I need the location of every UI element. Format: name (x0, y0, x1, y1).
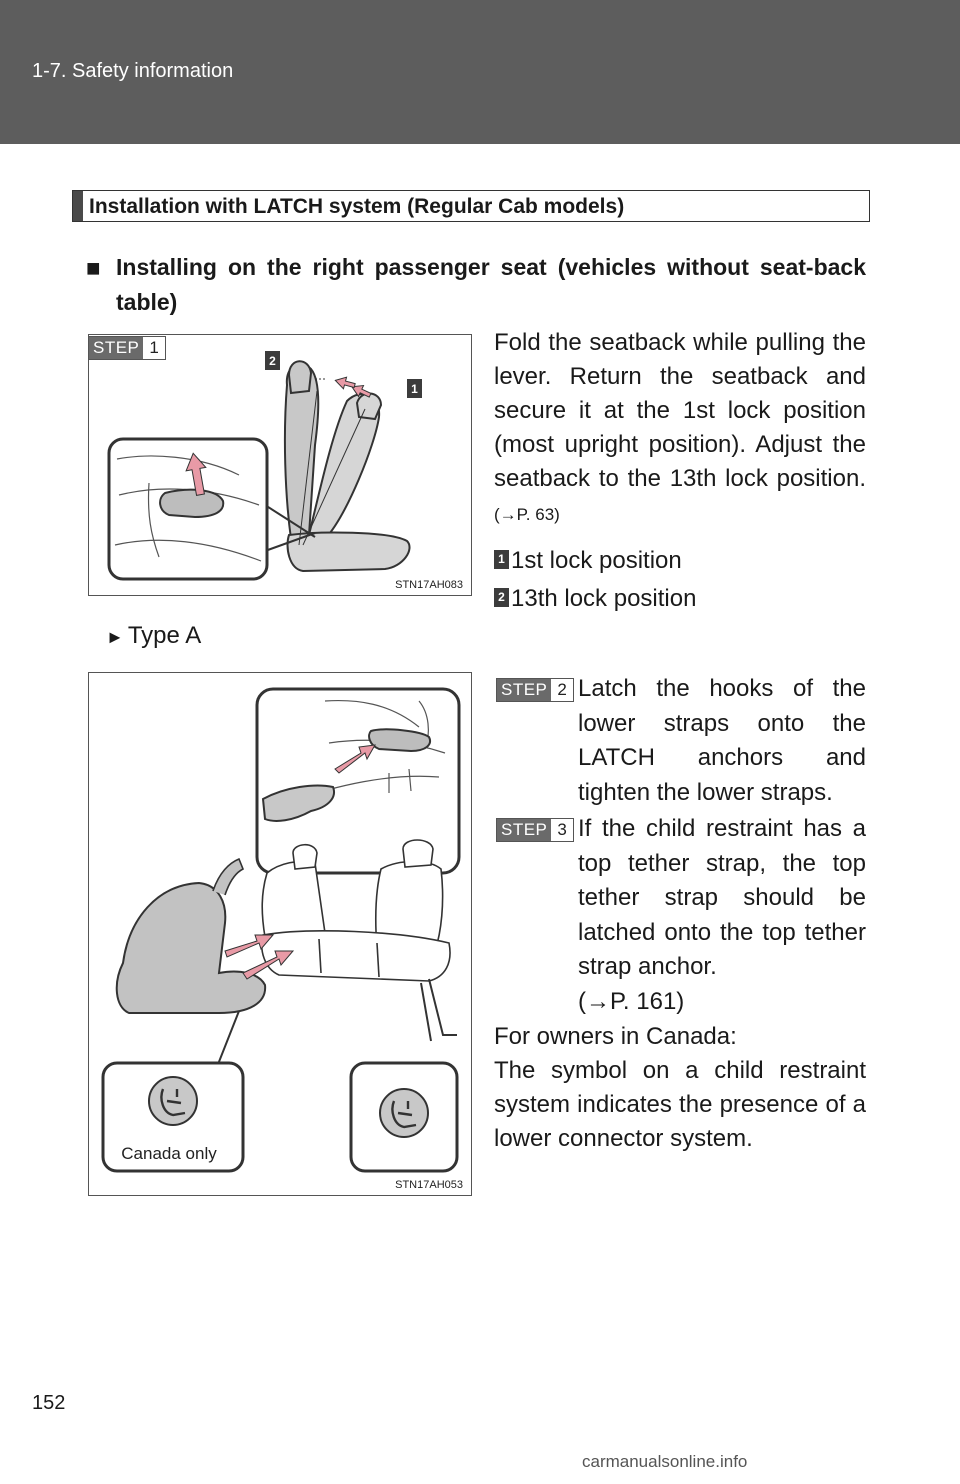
step-3-badge: STEP 3 (496, 818, 574, 842)
square-bullet-icon: ■ (86, 255, 101, 282)
step-3-text: If the child restraint has a top tether … (578, 812, 866, 1019)
type-label: ►Type A (106, 622, 201, 650)
legend-2-label: 13th lock position (511, 585, 697, 612)
triangle-marker-icon: ► (106, 627, 124, 647)
step-3-word: STEP (497, 819, 552, 841)
step-1-word: STEP (89, 337, 144, 359)
seatback-illustration: 2 1 (107, 351, 422, 581)
step-3-ref: (→P. 161) (578, 987, 685, 1015)
step-1-badge: STEP 1 (88, 336, 166, 360)
legend-1-label: 1st lock position (511, 547, 682, 574)
latch-figure: Canada only STN17AH053 (88, 672, 472, 1196)
step-3-body: If the child restraint has a top tether … (578, 815, 866, 980)
step-1-number: 1 (149, 338, 159, 357)
step-1-body: Fold the seatback while pulling the leve… (494, 329, 866, 492)
callout-badge-2 (265, 351, 280, 370)
canada-note-heading: For owners in Canada: (494, 1023, 737, 1050)
section-breadcrumb: 1-7. Safety information (32, 60, 234, 82)
latch-illustration: Canada only (101, 687, 461, 1173)
canada-only-label: Canada only (121, 1144, 217, 1163)
section-title-bar (73, 191, 83, 221)
watermark-text: carmanualsonline.info (582, 1452, 748, 1471)
section-title: Installation with LATCH system (Regular … (89, 195, 625, 218)
subheading-text: Installing on the right passenger seat (… (116, 254, 866, 315)
legend-1-badge: 1 (494, 550, 509, 570)
legend-2-badge: 2 (494, 588, 509, 608)
step-2-badge: STEP 2 (496, 678, 574, 702)
callout-2-text: 2 (269, 354, 276, 368)
step-1-ref: (→P. 63) (494, 505, 560, 524)
callout-badge-1 (407, 379, 422, 398)
step-2-word: STEP (497, 679, 552, 701)
step-2-number: 2 (557, 680, 567, 699)
section-title-box: Installation with LATCH system (Regular … (72, 190, 870, 222)
header-band: 1-7. Safety information (0, 0, 960, 144)
figure-2-code: STN17AH053 (395, 1179, 463, 1191)
step-3-number: 3 (557, 820, 567, 839)
type-label-text: Type A (127, 622, 202, 649)
canada-note: For owners in Canada: The symbol on a ch… (494, 1020, 866, 1156)
callout-1-text: 1 (411, 382, 418, 396)
step-1-text: Fold the seatback while pulling the leve… (494, 326, 866, 532)
figure-code: STN17AH083 (395, 579, 463, 591)
subheading: ■ Installing on the right passenger seat… (86, 250, 866, 320)
seatback-figure: 2 1 STN17AH083 (88, 334, 472, 596)
page-number: 152 (32, 1392, 66, 1414)
canada-note-text: The symbol on a child restraint system i… (494, 1057, 866, 1152)
step-2-text: Latch the hooks of the lower straps onto… (578, 675, 866, 806)
